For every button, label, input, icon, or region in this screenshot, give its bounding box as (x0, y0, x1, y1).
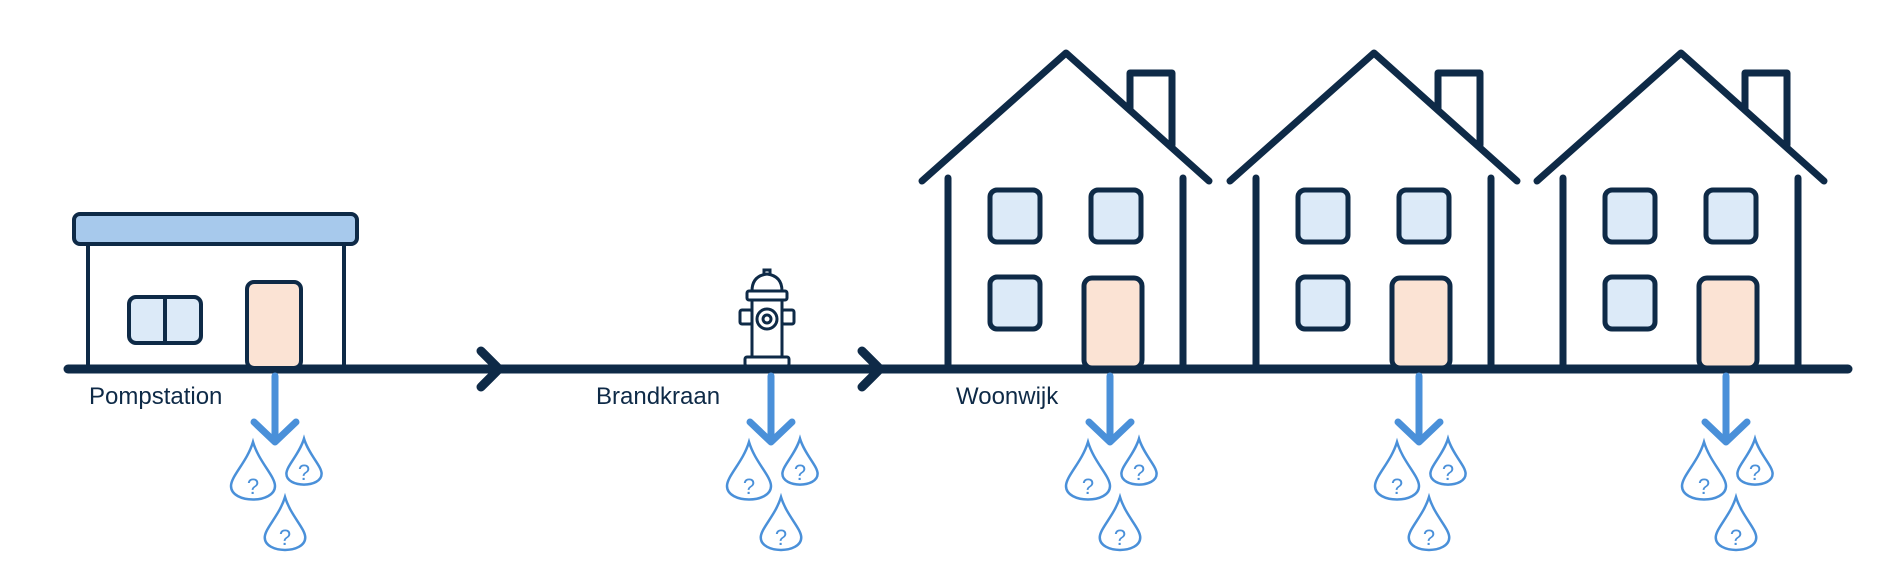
question-mark: ? (247, 474, 259, 499)
water-drop-icon: ? (725, 437, 773, 501)
question-mark: ? (1730, 525, 1742, 550)
water-drop-icon: ? (1429, 434, 1467, 486)
question-mark: ? (1133, 460, 1145, 485)
question-mark: ? (743, 474, 755, 499)
flow-arrow-icon (476, 346, 504, 392)
question-mark: ? (1423, 525, 1435, 550)
question-mark: ? (1442, 460, 1454, 485)
leak-arrow-icon (1701, 372, 1751, 446)
water-drop-icon: ? (1120, 434, 1158, 486)
leak-group: ??? (1064, 372, 1158, 552)
house-icon (1226, 49, 1521, 371)
leak-arrow-icon (746, 372, 796, 446)
water-drop-icon: ? (263, 492, 307, 552)
question-mark: ? (1391, 474, 1403, 499)
question-mark: ? (775, 525, 787, 550)
water-drop-icon: ? (1098, 492, 1142, 552)
water-drop-icon: ? (1680, 437, 1728, 501)
fire-hydrant-icon (738, 268, 796, 368)
fire-hydrant-label: Brandkraan (596, 383, 720, 410)
question-mark: ? (1114, 525, 1126, 550)
house-icon (918, 49, 1213, 371)
residential-area-label: Woonwijk (956, 383, 1059, 410)
question-mark: ? (298, 460, 310, 485)
leak-arrow-icon (1085, 372, 1135, 446)
water-drop-icon: ? (1064, 437, 1112, 501)
leak-group: ??? (229, 372, 323, 552)
leak-arrow-icon (250, 372, 300, 446)
water-drop-icon: ? (285, 434, 323, 486)
water-drop-icon: ? (1714, 492, 1758, 552)
pumping-station-label: Pompstation (89, 383, 222, 410)
water-drop-icon: ? (229, 437, 277, 501)
pumping-station-icon (72, 212, 359, 370)
question-mark: ? (794, 460, 806, 485)
question-mark: ? (1082, 474, 1094, 499)
water-drop-icon: ? (781, 434, 819, 486)
question-mark: ? (1698, 474, 1710, 499)
leak-group: ??? (725, 372, 819, 552)
leak-arrow-icon (1394, 372, 1444, 446)
leak-groups: ??????????????? (229, 372, 1774, 552)
water-drop-icon: ? (1373, 437, 1421, 501)
water-drop-icon: ? (1407, 492, 1451, 552)
water-drop-icon: ? (759, 492, 803, 552)
question-mark: ? (1749, 460, 1761, 485)
flow-arrow-icon (857, 346, 885, 392)
question-mark: ? (279, 525, 291, 550)
leak-group: ??? (1680, 372, 1774, 552)
leak-group: ??? (1373, 372, 1467, 552)
water-drop-icon: ? (1736, 434, 1774, 486)
house-icon (1533, 49, 1828, 371)
